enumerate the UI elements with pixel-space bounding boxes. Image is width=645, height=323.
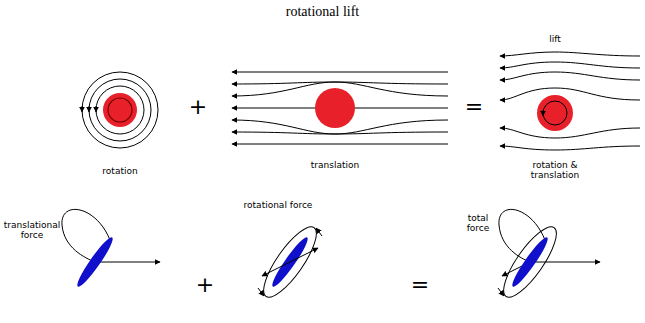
total-force-label: total force (458, 213, 498, 234)
rotation-ring (543, 101, 567, 125)
translation-streamlines (232, 72, 448, 144)
wing-section (509, 235, 552, 290)
translational-force-lines (62, 209, 160, 262)
rotational-force-label: rotational force (233, 200, 323, 210)
equals-sign: = (405, 272, 435, 297)
rotation-arrow (543, 110, 544, 116)
combined-streamlines (500, 52, 640, 150)
total-force-lines (495, 209, 600, 303)
cylinder (103, 93, 137, 127)
plus-sign: + (190, 272, 220, 297)
plus-sign: + (183, 94, 213, 119)
rotation-label: rotation (85, 166, 155, 176)
wing-section (74, 235, 117, 290)
equals-sign: = (459, 94, 489, 119)
cylinder (537, 95, 573, 131)
cylinder-ring (108, 98, 132, 122)
translation-label: translation (295, 160, 375, 170)
cylinder (315, 88, 355, 128)
rotation-streamlines (82, 72, 158, 148)
diagram-title: rotational lift (0, 4, 645, 20)
translational-force-label: translational force (2, 220, 62, 241)
combined-label: rotation & translation (520, 160, 590, 181)
rotational-force-lines (255, 220, 324, 304)
lift-label: lift (535, 34, 575, 44)
